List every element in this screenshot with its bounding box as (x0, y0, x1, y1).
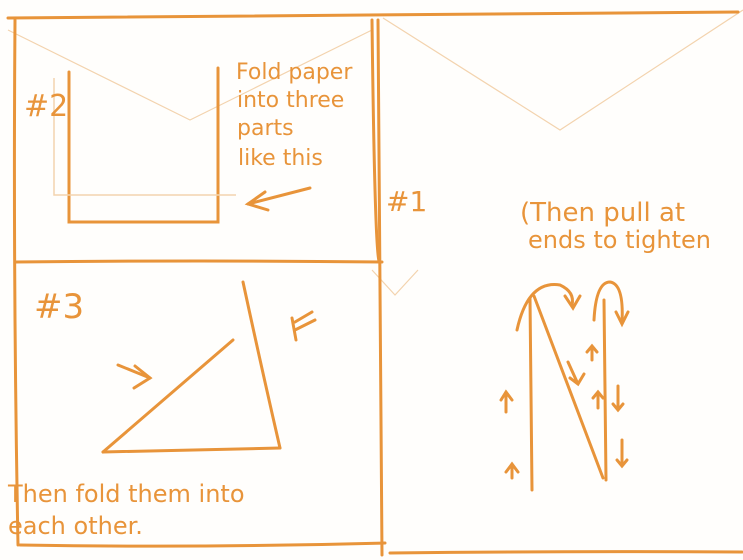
frame-bottom-left (20, 543, 385, 546)
panel2-caption-line-2: into three (237, 90, 344, 112)
up-arrow-bottom (506, 464, 518, 478)
panel3-number: #3 (34, 290, 84, 324)
arrow-right-head (134, 366, 150, 388)
up-arrow-left (501, 392, 512, 412)
diagonal-fold-line (103, 340, 233, 452)
faint-fold-right (383, 10, 743, 130)
panel1-caption-line-2: ends to tighten (528, 228, 711, 252)
panel2-number: #2 (24, 92, 68, 122)
panel2-caption-line-4: like this (238, 148, 323, 170)
double-arrow-upper (295, 312, 312, 322)
frame-left-line (14, 20, 18, 545)
strand-right (604, 300, 606, 480)
base-fold-line (103, 448, 280, 452)
frame-bottom-right (390, 552, 742, 553)
panel1-caption-line-1: (Then pull at (520, 200, 685, 226)
frame-top-line (8, 12, 738, 18)
side-fold-line (243, 282, 280, 448)
horizontal-divider (15, 261, 382, 262)
up-arrow-inner-mid (593, 392, 603, 408)
down-arrow-inner (568, 362, 584, 384)
folded-paper-outline (69, 68, 218, 222)
panel1-drawing (501, 282, 628, 490)
faint-paper-guide (54, 78, 236, 195)
down-arrow-right-1 (613, 386, 623, 410)
vertical-divider (378, 20, 382, 555)
panel2-caption-line-1: Fold paper (236, 62, 352, 84)
panel3-caption-line-1: Then fold them into (8, 482, 245, 506)
panel2-caption-line-3: parts (237, 118, 294, 140)
panel-frame (8, 12, 742, 555)
strand-left (530, 298, 532, 490)
up-arrow-inner-top (587, 346, 597, 360)
strand-diagonal (534, 296, 603, 478)
panel3-caption-line-2: each other. (8, 514, 143, 538)
panel3-drawing (103, 282, 315, 452)
panel2-faint-lines (54, 78, 236, 195)
panel1-number: #1 (386, 188, 427, 216)
down-arrow-right-2 (617, 440, 627, 466)
